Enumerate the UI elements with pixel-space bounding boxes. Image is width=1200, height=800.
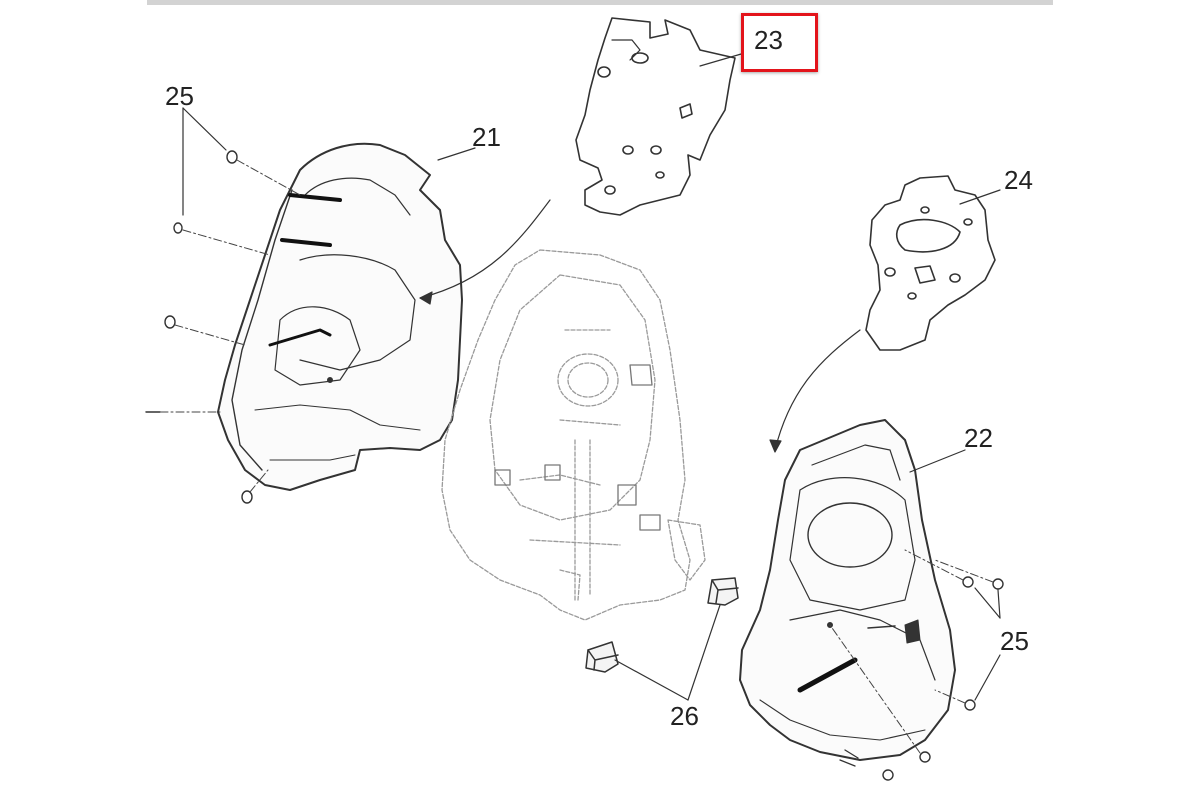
- center-frame: [441, 249, 706, 621]
- callout-25-right[interactable]: 25: [1000, 626, 1029, 656]
- top-divider: [147, 0, 1053, 5]
- part-21-left-cover[interactable]: [217, 142, 463, 491]
- callout-21[interactable]: 21: [472, 122, 501, 152]
- highlight-box: [741, 13, 818, 72]
- callout-23[interactable]: 23: [754, 25, 783, 55]
- part-23-gasket[interactable]: [575, 17, 736, 216]
- part-22-right-cover[interactable]: [739, 419, 956, 767]
- fasteners-25-right: [882, 576, 1004, 781]
- callout-25-left[interactable]: 25: [165, 81, 194, 111]
- callout-22[interactable]: 22: [964, 423, 993, 453]
- placement-arrows: [419, 199, 861, 453]
- assembly-lines: [159, 159, 994, 754]
- part-26-clip-upper[interactable]: [707, 577, 739, 606]
- callout-26[interactable]: 26: [670, 701, 699, 731]
- leader-lines: [182, 51, 1001, 701]
- part-24-gasket[interactable]: [865, 175, 996, 351]
- callout-24[interactable]: 24: [1004, 165, 1033, 195]
- part-26-clip-lower[interactable]: [585, 641, 619, 673]
- fasteners-25-left: [145, 150, 253, 504]
